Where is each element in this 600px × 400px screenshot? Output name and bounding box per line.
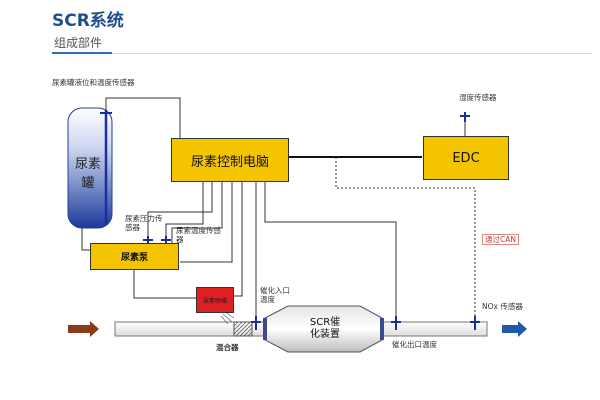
can-bus-line — [335, 157, 476, 322]
title-underline-accent — [52, 52, 112, 54]
urea-injector: 尿素喷嘴 — [196, 287, 234, 313]
exhaust-in-arrow — [68, 321, 99, 337]
scr-catalyst-label-line1: SCR催 — [309, 316, 341, 328]
mixer — [233, 321, 253, 337]
exhaust-out-arrow — [502, 321, 527, 337]
page-subtitle: 组成部件 — [54, 36, 103, 50]
inlet-temp-label-line2: 温度 — [260, 295, 275, 304]
urea-tank — [67, 107, 113, 229]
inlet-temp-sensor-marker — [251, 316, 261, 330]
inlet-temp-label-line1: 催化入口 — [260, 286, 290, 295]
nox-sensor-label: NOx 传感器 — [482, 302, 523, 311]
edc-unit: EDC — [423, 136, 509, 180]
tank-pump-line — [81, 228, 92, 251]
urea-control-unit-label: 尿素控制电脑 — [190, 154, 269, 170]
scr-catalyst-label: SCR催 化装置 — [290, 312, 360, 346]
urea-tank-label: 尿素 罐 — [68, 150, 108, 194]
urea-control-unit: 尿素控制电脑 — [171, 138, 289, 182]
urea-pump-label: 尿素泵 — [120, 253, 148, 263]
temp-sensor-label: 尿素温度传感 器 — [176, 226, 221, 244]
humidity-sensor-marker — [460, 112, 470, 122]
outlet-temp-sensor-marker — [391, 316, 401, 330]
tank-sensor-wire — [105, 97, 181, 140]
humidity-sensor-label: 湿度传感器 — [459, 93, 497, 102]
urea-tank-label-line2: 罐 — [81, 176, 95, 191]
mixer-label: 混合器 — [216, 343, 239, 352]
scr-catalyst-label-line2: 化装置 — [310, 329, 340, 340]
temp-sensor-label-line2: 器 — [176, 235, 184, 244]
page-title: SCR系统 — [52, 11, 124, 31]
nox-sensor-marker — [470, 316, 480, 330]
injector-spray — [220, 311, 235, 325]
pressure-sensor-label: 尿素压力传 感器 — [125, 214, 163, 232]
edc-label: EDC — [452, 150, 480, 166]
title-underline — [112, 53, 592, 54]
pump-valve-line — [133, 268, 196, 299]
urea-injector-label: 尿素喷嘴 — [202, 297, 227, 305]
inlet-temp-label: 催化入口 温度 — [260, 286, 290, 304]
pressure-sensor-label-line1: 尿素压力传 — [125, 214, 163, 223]
temp-sensor-label-line1: 尿素温度传感 — [176, 226, 221, 235]
can-label: 通过CAN — [482, 234, 519, 245]
urea-pump: 尿素泵 — [90, 243, 179, 270]
exhaust-pipe-outlet — [381, 321, 488, 337]
tank-sensor-label: 尿素罐液位和温度传感器 — [52, 78, 135, 87]
outlet-temp-label: 催化出口温度 — [392, 340, 437, 349]
pressure-sensor-label-line2: 感器 — [125, 223, 140, 232]
urea-tank-label-line1: 尿素 — [74, 157, 101, 172]
